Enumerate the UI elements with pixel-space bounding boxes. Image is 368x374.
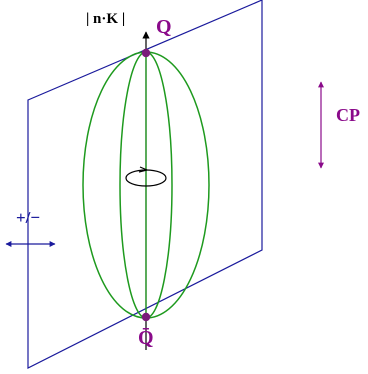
- top-charge-label: Q: [156, 16, 172, 38]
- cp-label: CP: [336, 105, 360, 125]
- bottom-charge-label: Q̄: [138, 327, 154, 349]
- top-charge-dot: [141, 48, 151, 58]
- plus-minus-label: +/−: [16, 208, 40, 227]
- axis-label: | n·K |: [86, 11, 125, 27]
- bottom-charge-dot: [141, 312, 151, 322]
- plane: [27, 0, 263, 369]
- rotation-arrow-icon: [125, 166, 167, 187]
